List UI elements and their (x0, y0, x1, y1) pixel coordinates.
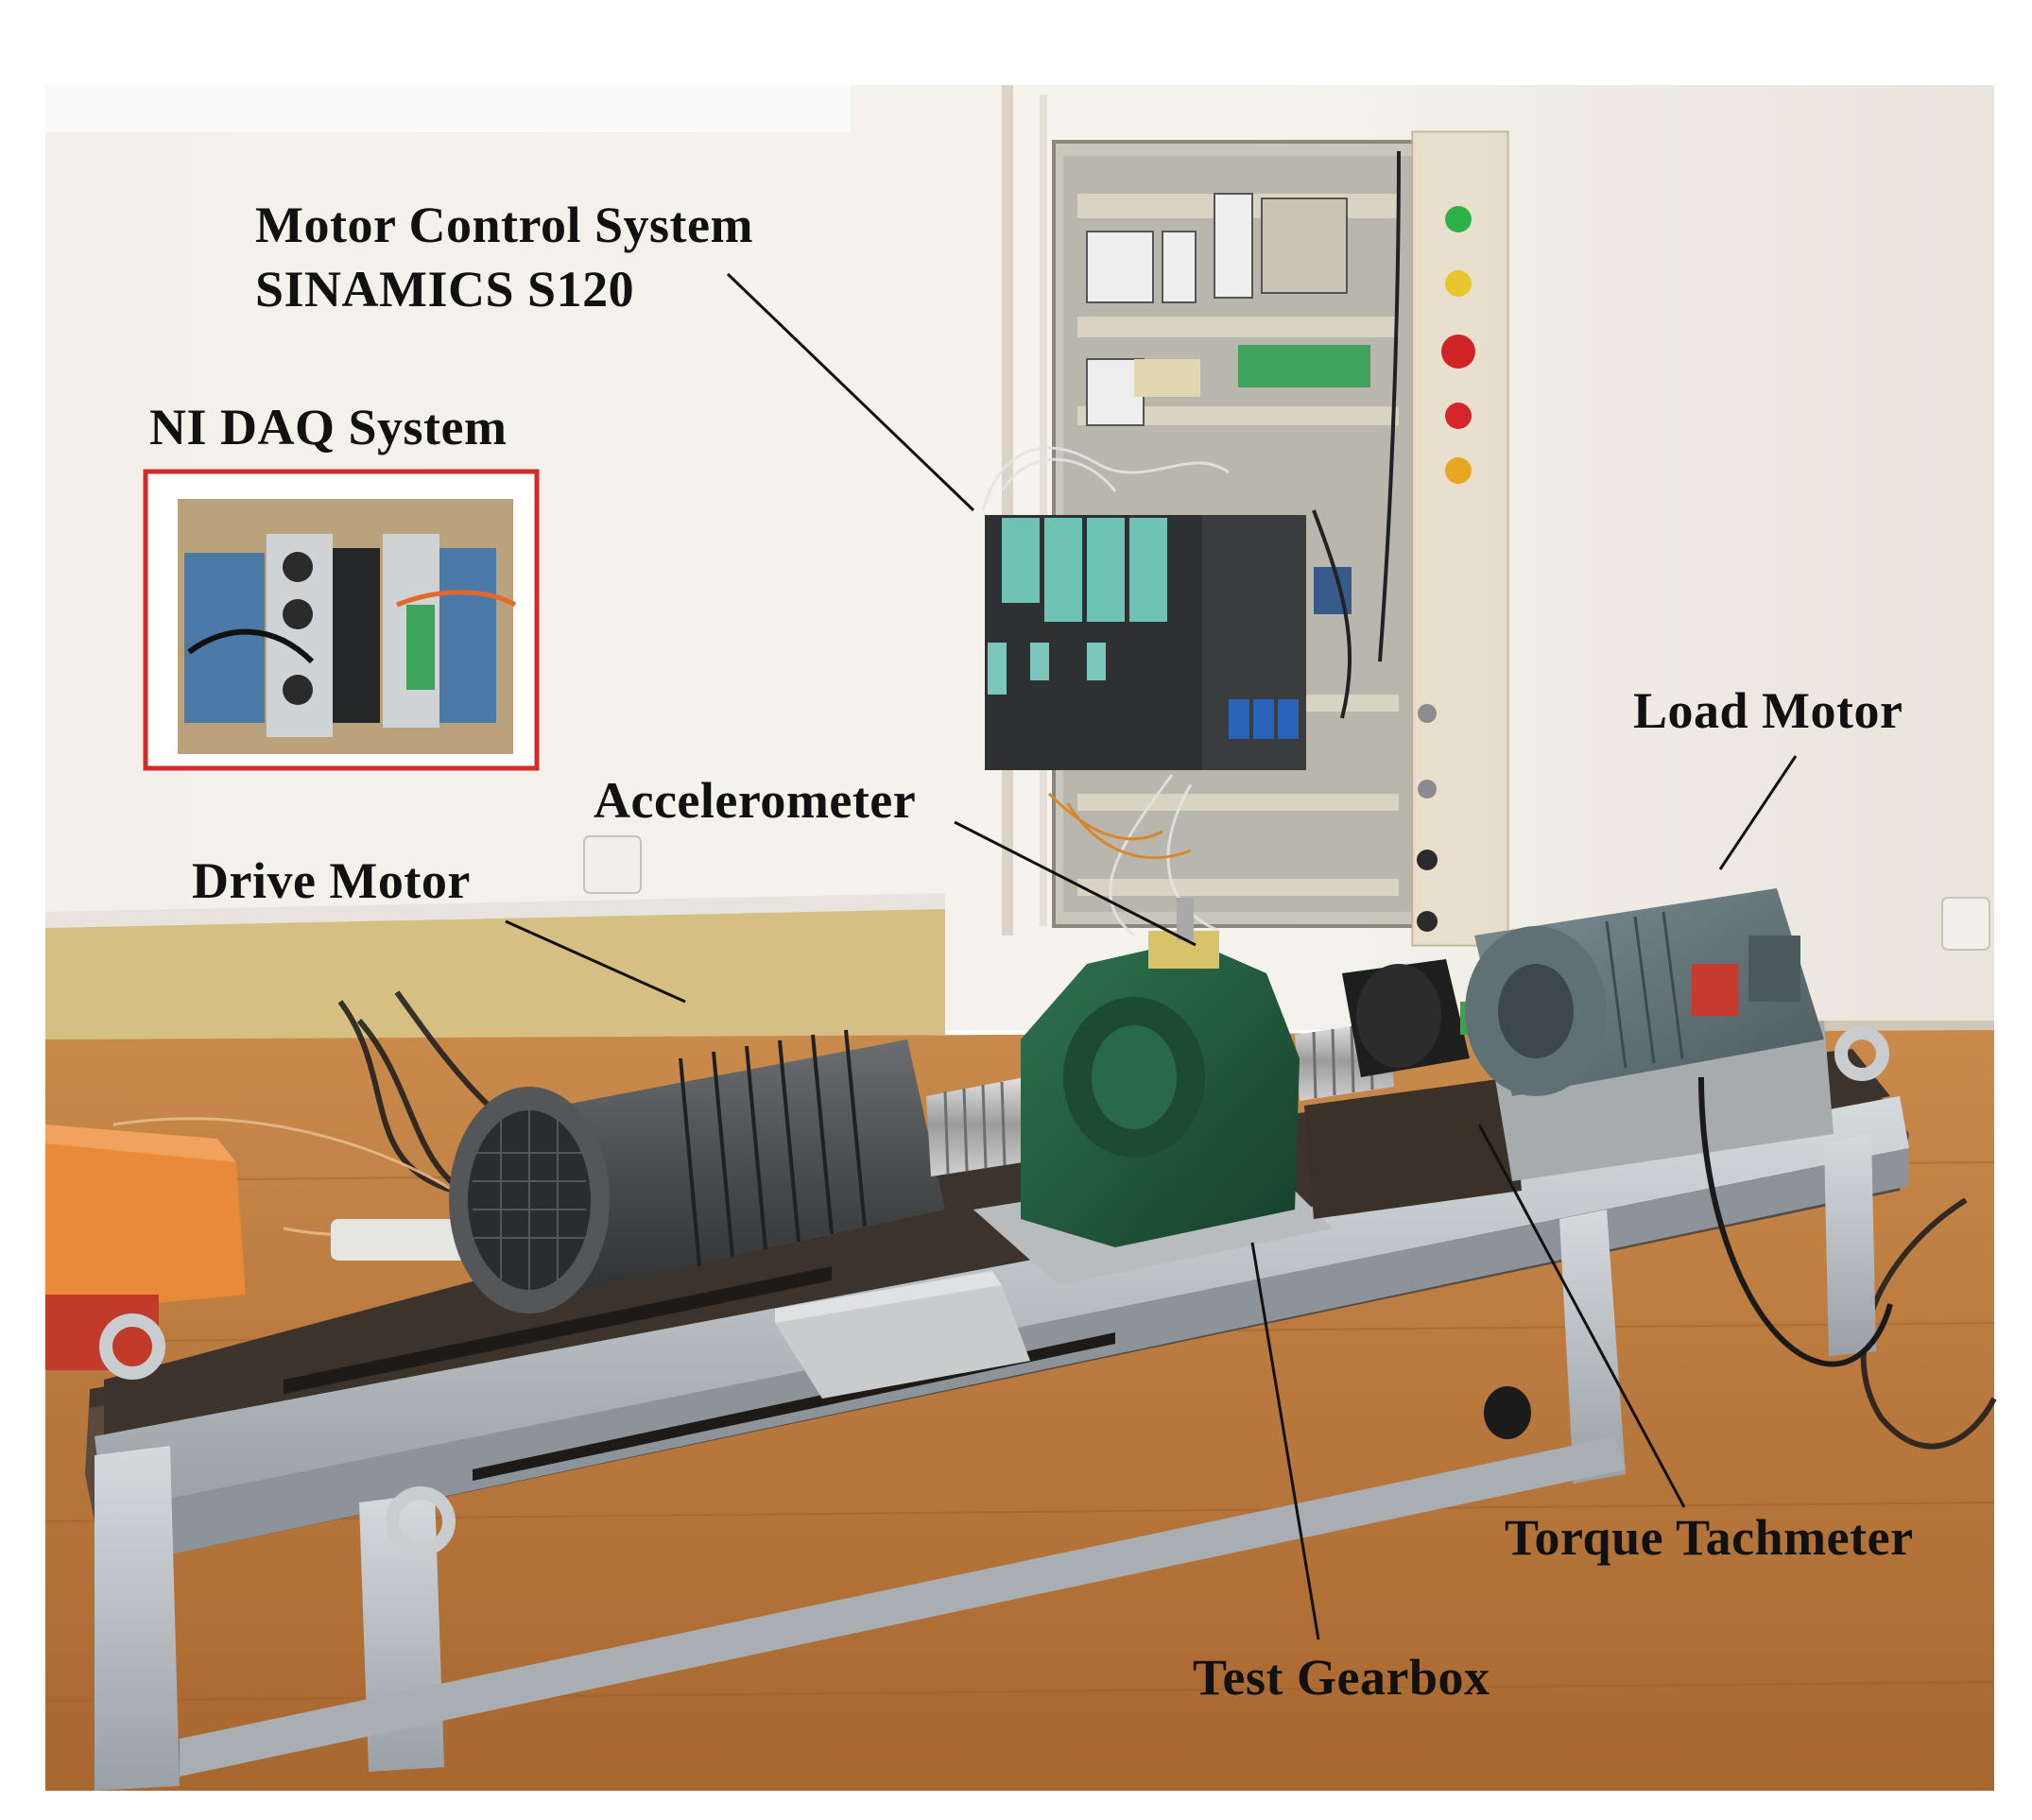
ni-daq-inset (143, 469, 540, 771)
leader-test-gearbox (1250, 1242, 1320, 1640)
leader-load-motor (1718, 755, 1798, 870)
red-stop-button (1441, 335, 1475, 369)
tachometer-stand (1304, 1077, 1522, 1219)
leader-accelerometer (954, 820, 1197, 947)
leader-drive-motor (505, 919, 686, 1004)
drive-motor (449, 1029, 945, 1313)
wall-trim (45, 907, 945, 1054)
power-strip (331, 1219, 482, 1261)
label-torque-tachometer: Torque Tachmeter (1505, 1509, 1914, 1566)
daq-module-2 (333, 548, 380, 723)
label-drive-motor: Drive Motor (192, 852, 471, 909)
leader-motor-control (726, 272, 975, 512)
green-indicator-light (1445, 206, 1472, 232)
sinamics-drive-modules (985, 515, 1306, 770)
leader-lines (505, 272, 1798, 1640)
leader-torque (1477, 1124, 1686, 1508)
green-terminal-board (1238, 345, 1370, 387)
wall-outlet-right (1941, 897, 1990, 951)
daq-chassis-right (439, 548, 496, 723)
daq-chassis (184, 553, 265, 723)
terminal-box (1748, 936, 1800, 1002)
load-motor (1465, 888, 1893, 1367)
label-motor-control-line1: Motor Control System (255, 197, 753, 253)
orange-box (45, 1143, 246, 1313)
orange-indicator-light (1445, 457, 1472, 484)
label-ni-daq-system: NI DAQ System (149, 399, 508, 455)
motor-nameplate-red (1692, 964, 1739, 1016)
label-load-motor: Load Motor (1633, 682, 1903, 739)
yellow-indicator-light (1445, 270, 1472, 297)
test-gearbox (1021, 898, 1300, 1247)
wall-outlet (583, 835, 642, 894)
label-test-gearbox: Test Gearbox (1193, 1649, 1490, 1706)
label-motor-control-line2: SINAMICS S120 (255, 260, 635, 318)
red-indicator-light (1445, 403, 1472, 429)
motor-control-cabinet (981, 130, 1509, 947)
label-accelerometer: Accelerometer (594, 772, 917, 829)
label-motor-control-system: Motor Control System SINAMICS S120 (255, 194, 753, 321)
lifting-eye-bolts (99, 1026, 1889, 1556)
accelerometer-sensor (1177, 898, 1194, 940)
